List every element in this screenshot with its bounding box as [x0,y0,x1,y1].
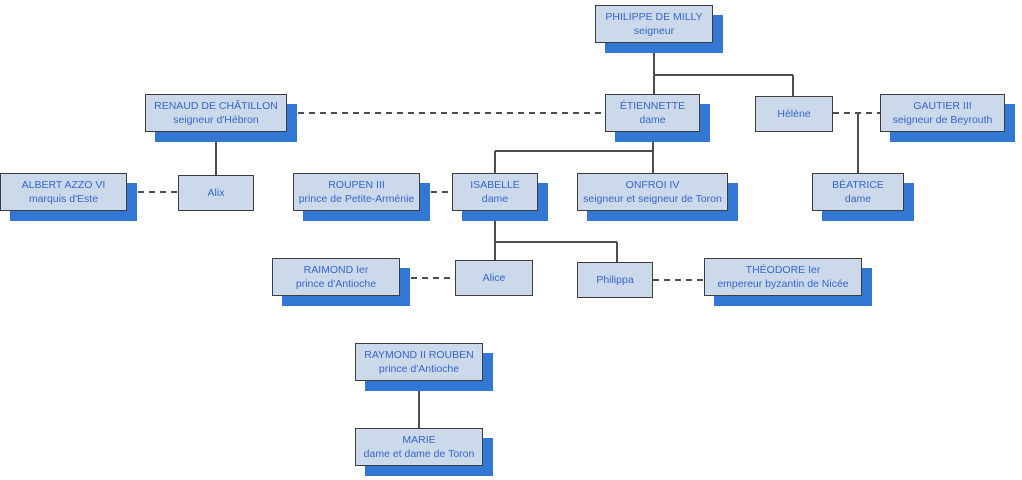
person-title: prince d'Antioche [378,363,460,375]
descent-line [495,241,617,243]
descent-line [495,150,653,152]
person-name: Hélène [777,108,811,120]
person-name: RAIMOND Ier [303,264,369,276]
person-title: empereur byzantin de Nicée [717,278,849,290]
marriage-line [127,191,178,193]
person-name: ROUPEN III [328,179,385,191]
marriage-line [400,277,455,279]
person-title: prince d'Antioche [295,278,377,290]
person-name: RENAUD DE CHÂTILLON [154,100,278,112]
descent-line [215,132,217,175]
person-name: PHILIPPE DE MILLY [605,11,703,23]
descent-line [418,381,420,428]
person-node-theodore-ier[interactable]: THÉODORE Ier empereur byzantin de Nicée [704,258,862,296]
person-node-beatrice[interactable]: BÉATRICE dame [812,173,904,211]
person-name: THÉODORE Ier [745,264,821,276]
person-node-gautier-iii[interactable]: GAUTIER III seigneur de Beyrouth [880,94,1005,132]
person-title: dame [481,193,509,205]
person-node-raimond-ier[interactable]: RAIMOND Ier prince d'Antioche [272,258,400,296]
person-title: dame [639,114,666,126]
descent-line [494,151,496,173]
descent-line [494,211,496,260]
marriage-line [653,279,704,281]
person-name: Alice [482,272,506,284]
person-title: seigneur et seigneur de Toron [583,193,722,205]
person-node-raymond-ii-rouben[interactable]: RAYMOND II ROUBEN prince d'Antioche [355,343,483,381]
person-title: prince de Petite-Arménie [298,193,415,205]
marriage-line [420,191,452,193]
person-title: seigneur de Beyrouth [892,114,993,126]
descent-line [654,74,793,76]
descent-line [652,132,654,173]
person-name: RAYMOND II ROUBEN [364,349,474,361]
person-name: Alix [207,187,225,199]
person-node-alice[interactable]: Alice [455,260,533,296]
person-title: seigneur [633,25,675,37]
person-node-philippe-de-milly[interactable]: PHILIPPE DE MILLY seigneur [595,5,713,43]
descent-line [792,75,794,96]
person-title: dame [844,193,872,205]
marriage-line [287,112,605,114]
person-title: dame et dame de Toron [363,448,475,460]
person-name: ISABELLE [470,179,520,191]
person-node-alix[interactable]: Alix [178,175,254,211]
person-name: ÉTIENNETTE [619,100,686,112]
descent-line [616,242,618,262]
person-name: ONFROI IV [625,179,680,191]
person-title: seigneur d'Hébron [173,114,259,126]
person-node-etiennette[interactable]: ÉTIENNETTE dame [605,94,700,132]
person-node-albert-azzo-vi[interactable]: ALBERT AZZO VI marquis d'Este [0,173,127,211]
person-node-helene[interactable]: Hélène [755,96,833,132]
marriage-line [833,112,880,114]
person-name: BÉATRICE [832,179,884,191]
descent-line [653,43,655,94]
person-node-onfroi-iv[interactable]: ONFROI IV seigneur et seigneur de Toron [577,173,728,211]
person-node-marie[interactable]: MARIE dame et dame de Toron [355,428,483,466]
person-node-renaud-de-chatillon[interactable]: RENAUD DE CHÂTILLON seigneur d'Hébron [145,94,287,132]
person-node-roupen-iii[interactable]: ROUPEN III prince de Petite-Arménie [293,173,420,211]
person-name: ALBERT AZZO VI [21,179,106,191]
person-node-isabelle[interactable]: ISABELLE dame [452,173,538,211]
person-name: GAUTIER III [913,100,972,112]
person-name: Philippa [596,274,634,286]
person-node-philippa[interactable]: Philippa [577,262,653,298]
person-title: marquis d'Este [28,193,99,205]
descent-line [857,113,859,173]
person-name: MARIE [402,434,436,446]
